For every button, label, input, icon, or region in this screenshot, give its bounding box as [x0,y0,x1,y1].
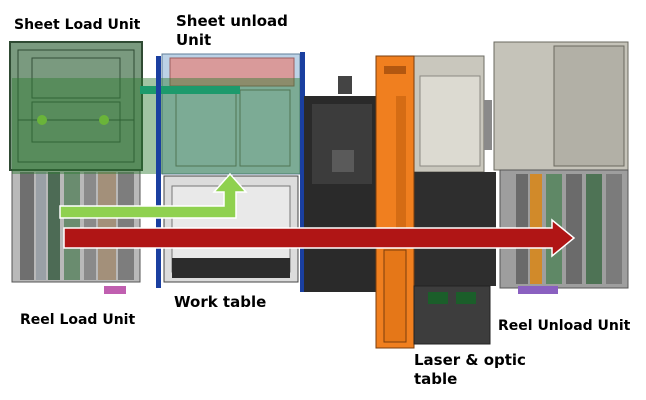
reel-unload-unit-block [493,41,629,294]
label-work-table: Work table [174,293,267,311]
sheet-load-unit-block [9,41,143,171]
label-laser-optic-table-line1: Laser & optic [414,351,526,369]
sheet-unload-unit-block [161,53,301,175]
transfer-rail [140,86,240,94]
label-reel-load-unit: Reel Load Unit [20,312,136,328]
center-machine-body [304,76,380,292]
right-cabinet [411,55,492,173]
sheet-path-arrow [59,172,248,219]
label-sheet-unload-unit-line2: Unit [176,31,212,49]
label-reel-unload-unit: Reel Unload Unit [498,318,631,334]
reel-path-arrow [63,218,576,258]
label-laser-optic-table-line2: table [414,370,458,388]
blue-frame-rails [156,52,305,292]
laser-optic-table-block [413,285,491,345]
laser-gantry [375,55,415,349]
label-sheet-load-unit: Sheet Load Unit [14,17,141,33]
label-sheet-unload-unit-line1: Sheet unload [176,12,288,30]
reel-load-unit-rollers [11,169,141,294]
